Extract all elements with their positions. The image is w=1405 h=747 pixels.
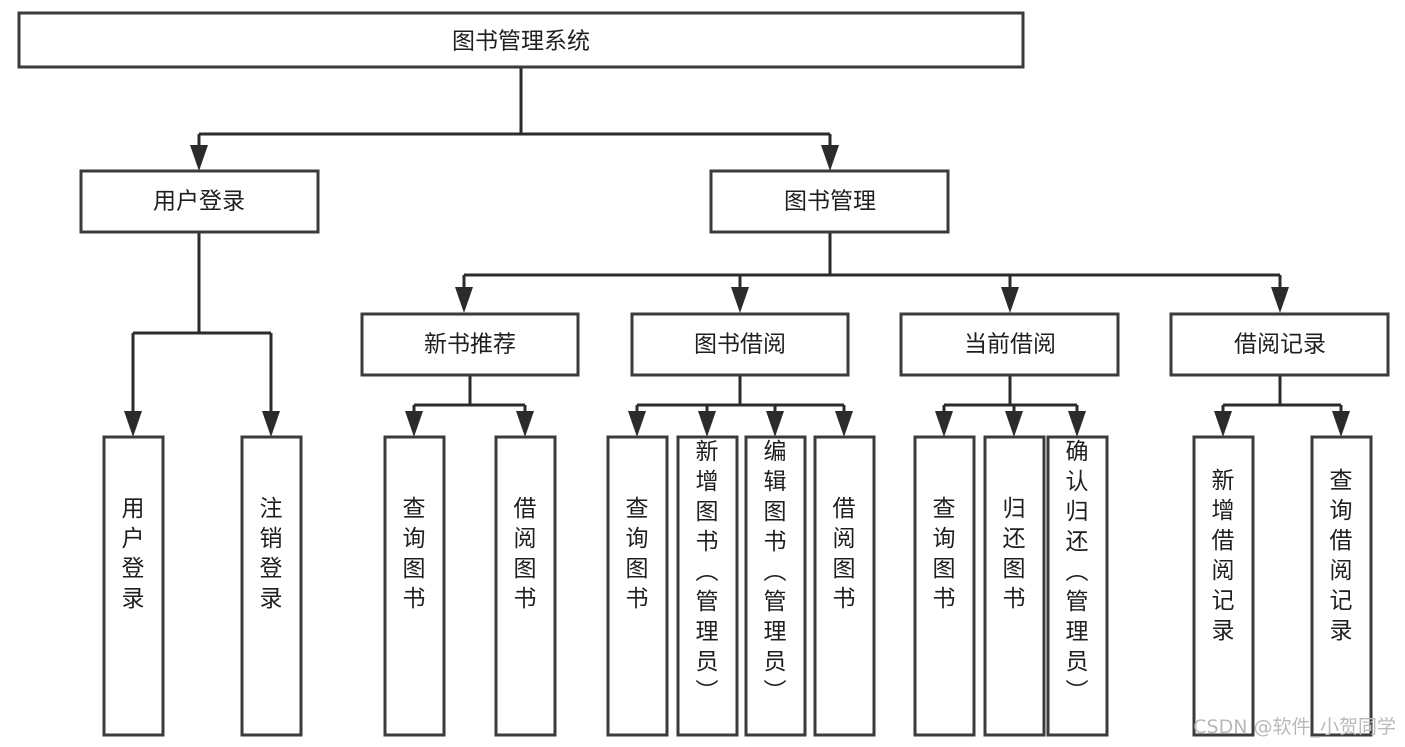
leaf-label-vertical: 确认归还︵管理员︶ [1066, 439, 1089, 705]
borrow-record-label: 借阅记录 [1234, 332, 1326, 358]
leaf-box [606, 435, 669, 737]
leaf-label-vertical: 编辑图书︵管理员︶ [764, 439, 787, 705]
leaf-box [983, 435, 1046, 737]
node-user-login[interactable]: 用户登录 [79, 169, 320, 234]
node-leaf-edit-book-admin[interactable]: 编辑图书︵管理员︶ [744, 435, 807, 737]
node-book-management[interactable]: 图书管理 [709, 169, 950, 234]
arrow-book-borrow-leaf1 [628, 411, 646, 437]
arrow-new-book-leaf1 [405, 411, 423, 437]
arrow-borrow-record-leaf1 [1214, 411, 1232, 437]
node-leaf-add-book-admin[interactable]: 新增图书︵管理员︶ [676, 435, 739, 737]
arrow-current-borrow-leaf3 [1068, 411, 1086, 437]
root-label: 图书管理系统 [452, 29, 590, 55]
leaf-label-vertical: 归还图书 [1003, 496, 1026, 612]
node-borrow-record[interactable]: 借阅记录 [1169, 312, 1390, 377]
node-book-borrow[interactable]: 图书借阅 [630, 312, 850, 377]
leaf-label-vertical: 查询图书 [403, 496, 426, 612]
node-leaf-logout[interactable]: 注销登录 [240, 435, 303, 737]
connectors-book-borrow-to-leaves [628, 375, 853, 437]
node-leaf-query-book-recommend[interactable]: 查询图书 [383, 435, 446, 737]
arrow-root-to-user-login [190, 145, 208, 171]
leaf-label-vertical: 借阅图书 [514, 496, 537, 612]
node-new-book-recommend[interactable]: 新书推荐 [360, 312, 580, 377]
leaf-box [102, 435, 165, 737]
leaf-box [813, 435, 876, 737]
new-book-recommend-label: 新书推荐 [424, 332, 516, 358]
arrow-book-borrow-leaf4 [835, 411, 853, 437]
arrow-to-borrow-record [1271, 287, 1289, 313]
book-management-label: 图书管理 [784, 189, 876, 215]
leaf-label-vertical: 借阅图书 [833, 496, 856, 612]
leaf-label-vertical: 查询借阅记录 [1330, 468, 1353, 644]
leaf-label-vertical: 用户登录 [122, 496, 145, 612]
node-leaf-return-book[interactable]: 归还图书 [983, 435, 1046, 737]
borrow-record-box [1169, 312, 1390, 377]
leaf-box [494, 435, 557, 737]
arrow-user-login-leaf2 [262, 411, 280, 437]
csdn-watermark: CSDN @软件_小贺同学 [1193, 716, 1396, 738]
leaf-label-vertical: 查询图书 [933, 496, 956, 612]
connectors-borrow-record-to-leaves [1214, 375, 1350, 437]
book-borrow-label: 图书借阅 [694, 332, 786, 358]
user-login-label: 用户登录 [153, 189, 245, 215]
node-root-system[interactable]: 图书管理系统 [17, 11, 1025, 69]
leaf-label-vertical: 新增图书︵管理员︶ [696, 439, 719, 705]
arrow-user-login-leaf1 [124, 411, 142, 437]
arrow-to-current-borrow [1001, 287, 1019, 313]
arrow-root-to-book-mgmt [821, 145, 839, 171]
arrow-new-book-leaf2 [516, 411, 534, 437]
arrow-book-borrow-leaf2 [698, 411, 716, 437]
node-leaf-query-borrow-record[interactable]: 查询借阅记录 [1310, 435, 1373, 737]
leaf-box [240, 435, 303, 737]
user-login-box [79, 169, 320, 234]
connectors-book-mgmt-to-level2 [455, 232, 1289, 313]
arrow-borrow-record-leaf2 [1332, 411, 1350, 437]
arrow-to-book-borrow [731, 287, 749, 313]
arrow-current-borrow-leaf1 [935, 411, 953, 437]
arrow-book-borrow-leaf3 [766, 411, 784, 437]
leaf-box [676, 435, 739, 737]
leaf-box [744, 435, 807, 737]
current-borrow-label: 当前借阅 [964, 332, 1056, 358]
arrow-current-borrow-leaf2 [1005, 411, 1023, 437]
root-box [17, 11, 1025, 69]
book-management-box [709, 169, 950, 234]
node-leaf-user-login[interactable]: 用户登录 [102, 435, 165, 737]
leaf-label-vertical: 新增借阅记录 [1212, 468, 1235, 644]
node-leaf-query-book[interactable]: 查询图书 [606, 435, 669, 737]
node-leaf-confirm-return-admin[interactable]: 确认归还︵管理员︶ [1046, 435, 1109, 737]
connectors-root-to-level1 [190, 67, 839, 171]
connectors-current-borrow-to-leaves [935, 375, 1086, 437]
node-current-borrow[interactable]: 当前借阅 [899, 312, 1120, 377]
leaf-box [1310, 435, 1373, 737]
current-borrow-box [899, 312, 1120, 377]
book-borrow-box [630, 312, 850, 377]
leaf-label-vertical: 注销登录 [260, 496, 283, 612]
leaf-box [913, 435, 976, 737]
connectors-new-book-to-leaves [405, 375, 534, 437]
leaf-box [383, 435, 446, 737]
connectors-user-login-to-leaves [124, 232, 280, 437]
node-leaf-borrow-book[interactable]: 借阅图书 [813, 435, 876, 737]
leaf-box [1046, 435, 1109, 737]
new-book-recommend-box [360, 312, 580, 377]
node-leaf-add-borrow-record[interactable]: 新增借阅记录 [1192, 435, 1255, 737]
arrow-to-new-book [455, 287, 473, 313]
node-leaf-borrow-book-recommend[interactable]: 借阅图书 [494, 435, 557, 737]
leaf-box [1192, 435, 1255, 737]
node-leaf-query-book-current[interactable]: 查询图书 [913, 435, 976, 737]
leaf-label-vertical: 查询图书 [626, 496, 649, 612]
